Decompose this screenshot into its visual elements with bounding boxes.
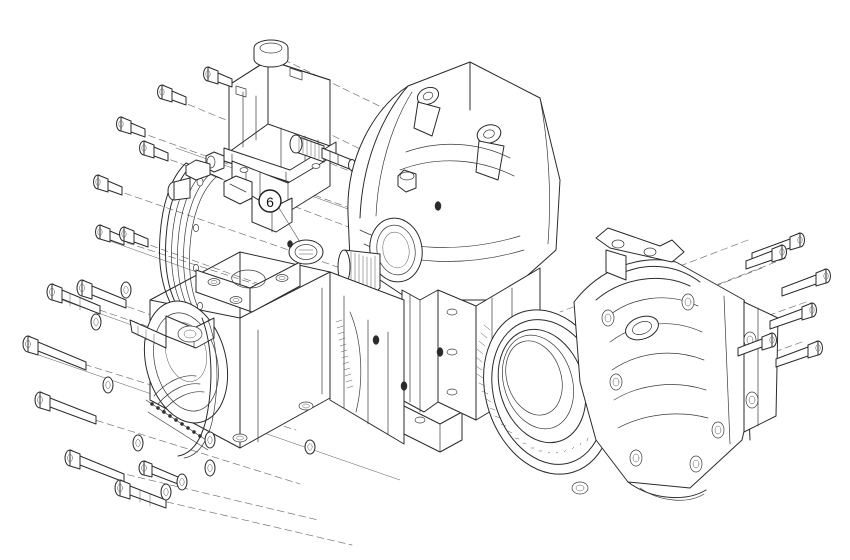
hex-bolt: [745, 244, 787, 270]
washer: [160, 483, 172, 501]
hex-bolt: [737, 332, 777, 357]
hex-bolt: [93, 174, 123, 196]
washer: [204, 431, 216, 449]
washer: [102, 376, 114, 394]
left-motor-housing: [129, 251, 331, 459]
hex-bolt: [203, 66, 233, 88]
socket-bolt: [34, 391, 97, 425]
washer: [120, 281, 132, 299]
socket-bolt: [64, 449, 125, 483]
hex-bolts-right: [737, 232, 831, 368]
washer: [176, 473, 188, 491]
washers: [90, 281, 316, 501]
hex-bolt: [116, 116, 146, 138]
washer: [132, 434, 144, 452]
right-end-cover: [571, 227, 779, 501]
callout-6[interactable]: 6: [258, 189, 301, 243]
callout-leader: [278, 207, 301, 243]
socket-bolt: [46, 283, 101, 315]
hex-bolt: [781, 268, 831, 297]
ring-gear-teeth: [475, 324, 589, 454]
hex-bolt: [157, 84, 187, 106]
hex-bolt: [95, 224, 125, 246]
hex-bolt: [119, 226, 149, 248]
center-transmission-case: [287, 61, 561, 453]
socket-bolt: [76, 279, 127, 309]
washer: [204, 459, 216, 477]
hex-bolt: [775, 340, 823, 368]
washer: [90, 313, 102, 331]
hex-bolts-left: [22, 66, 233, 509]
callout-balloon: [258, 189, 282, 213]
hex-bolt: [139, 140, 169, 162]
small-gear-teeth: [335, 319, 354, 389]
callout-number: 6: [266, 194, 274, 210]
hex-bolt: [769, 302, 817, 330]
socket-bolt: [22, 335, 87, 371]
socket-bolt: [138, 460, 179, 485]
oil-cooler-bracket: [159, 159, 223, 320]
washer: [304, 439, 316, 455]
socket-bolt: [114, 479, 167, 509]
hex-bolt: [751, 232, 805, 262]
